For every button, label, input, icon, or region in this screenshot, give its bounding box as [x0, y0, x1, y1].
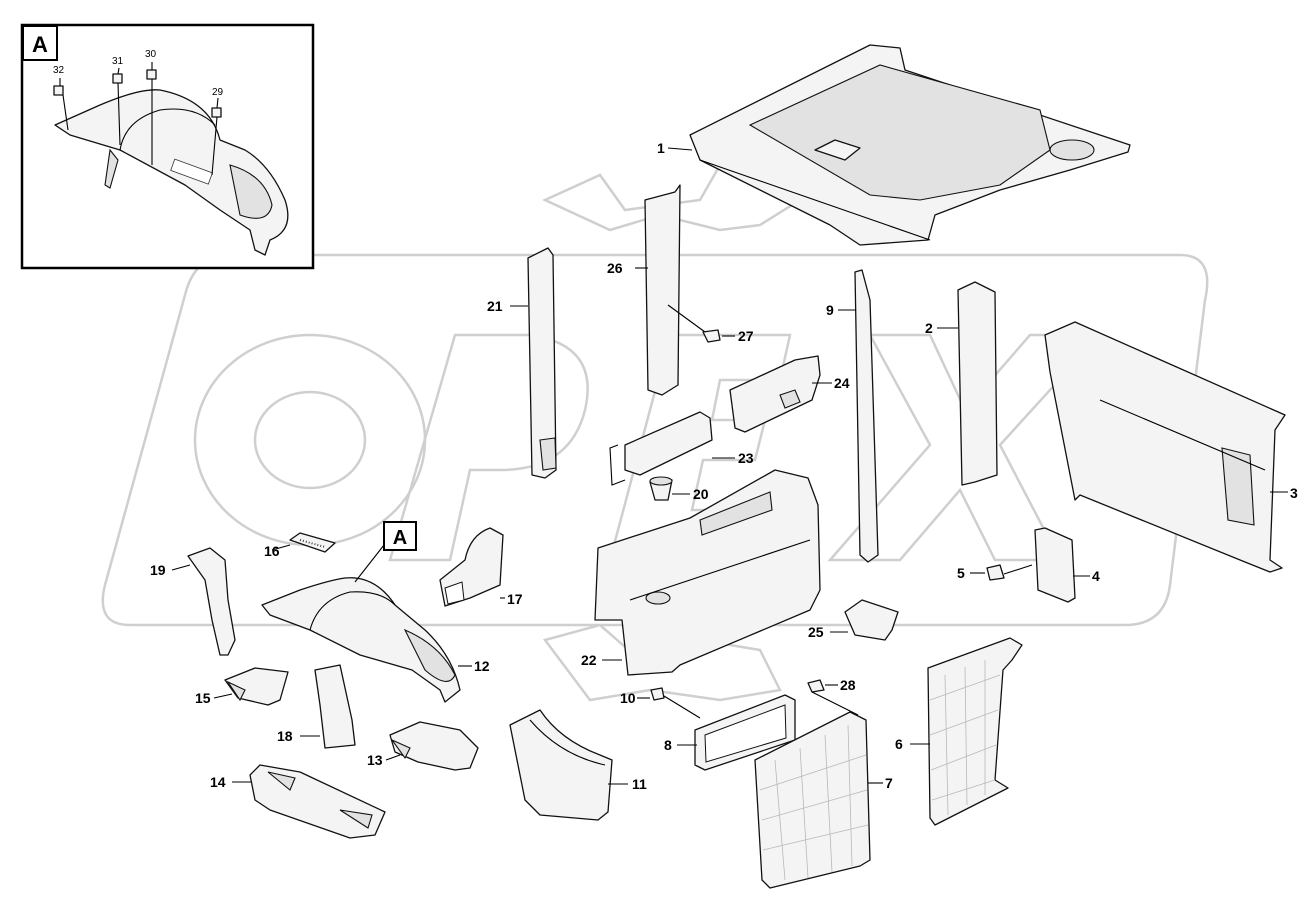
part-2: 2: [925, 281, 998, 486]
part-8: 8: [664, 694, 796, 771]
part-21: 21: [487, 247, 557, 479]
part-number-6: 6: [895, 736, 903, 752]
part-number-12: 12: [474, 658, 490, 674]
part-25: 25: [808, 599, 899, 641]
part-4: 4: [1034, 527, 1100, 603]
part-number-24: 24: [834, 375, 850, 391]
part-number-13: 13: [367, 752, 383, 768]
part-12: 12: [261, 577, 490, 703]
part-16: 16: [264, 532, 336, 559]
part-number-25: 25: [808, 624, 824, 640]
part-number-9: 9: [826, 302, 834, 318]
part-1-headliner: [689, 44, 1131, 246]
part-28: 28: [807, 677, 859, 716]
part-number-21: 21: [487, 298, 503, 314]
detail-view-marker: A: [32, 32, 48, 57]
part-number-8: 8: [664, 737, 672, 753]
part-14: 14: [210, 764, 386, 839]
callout-1: 1: [657, 140, 693, 156]
part-number-19: 19: [150, 562, 166, 578]
part-number-2: 2: [925, 320, 933, 336]
part-number-4: 4: [1092, 568, 1100, 584]
detail-label-29: 29: [212, 87, 224, 98]
part-number-5: 5: [957, 565, 965, 581]
detail-label-30: 30: [145, 49, 157, 60]
part-15: 15: [195, 667, 289, 706]
part-number-7: 7: [885, 775, 893, 791]
part-18: 18: [277, 664, 356, 749]
part-10: 10: [620, 687, 701, 719]
part-26: 26: [607, 184, 681, 396]
part-number-23: 23: [738, 450, 754, 466]
part-number-26: 26: [607, 260, 623, 276]
part-number-11: 11: [632, 776, 647, 792]
view-callout-marker: A: [393, 527, 407, 549]
part-number-16: 16: [264, 543, 280, 559]
part-20: 20: [649, 476, 709, 502]
part-number-1: 1: [657, 140, 665, 156]
part-22: 22: [581, 469, 821, 676]
detail-label-31: 31: [112, 56, 124, 67]
part-9: 9: [826, 269, 879, 563]
part-6: 6: [895, 637, 1023, 826]
part-number-3: 3: [1290, 485, 1298, 501]
part-7: 7: [754, 711, 893, 889]
part-number-22: 22: [581, 652, 597, 668]
part-23: 23: [609, 411, 754, 486]
part-number-27: 27: [738, 328, 754, 344]
detail-view-a: A 32 31 30 29: [20, 23, 315, 270]
part-19: 19: [150, 547, 236, 656]
part-number-18: 18: [277, 728, 293, 744]
part-27: 27: [667, 304, 754, 344]
part-number-28: 28: [840, 677, 856, 693]
part-13: 13: [367, 721, 479, 771]
part-number-15: 15: [195, 690, 211, 706]
part-24: 24: [729, 355, 850, 433]
part-3: 3: [1044, 321, 1298, 573]
part-number-20: 20: [693, 486, 709, 502]
view-callout-a: A: [354, 521, 417, 583]
part-number-17: 17: [507, 591, 523, 607]
part-11: 11: [509, 709, 647, 821]
part-17: 17: [439, 527, 523, 607]
detail-label-32: 32: [53, 65, 65, 76]
part-number-14: 14: [210, 774, 226, 790]
part-5: 5: [957, 564, 1033, 581]
part-number-10: 10: [620, 690, 636, 706]
